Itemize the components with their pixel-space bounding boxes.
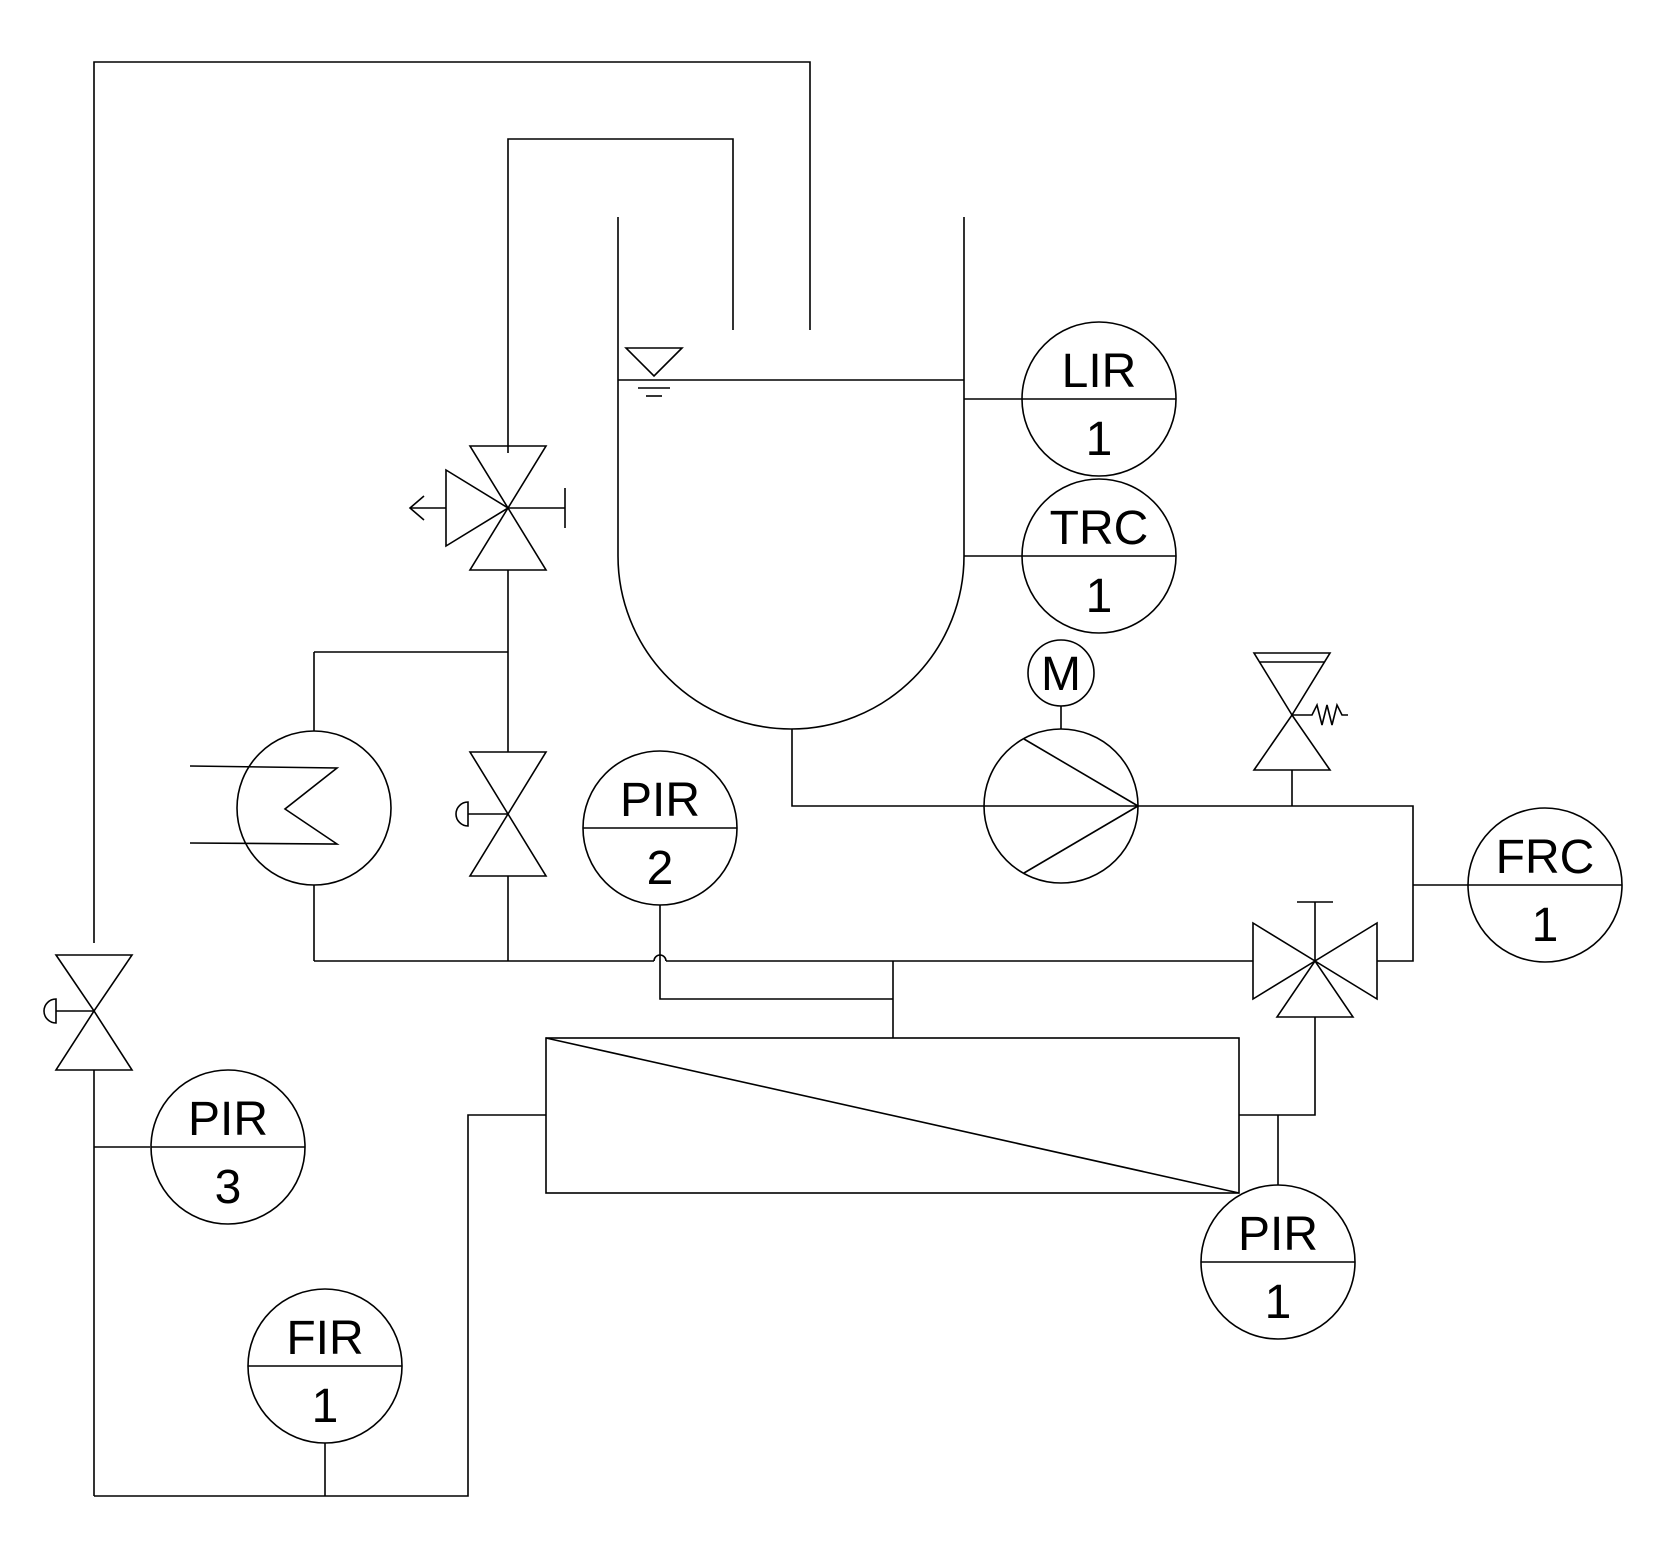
heat-exchanger	[189, 652, 392, 961]
inner-feed-line	[507, 138, 734, 453]
outer-recycle-line	[93, 61, 811, 943]
svg-text:PIR: PIR	[188, 1093, 268, 1146]
instrument-lir-1: LIR 1	[1021, 321, 1177, 477]
control-valve-left[interactable]	[43, 954, 134, 1071]
svg-text:1: 1	[1265, 1276, 1292, 1329]
reactor-tank	[617, 217, 965, 730]
svg-text:1: 1	[1086, 413, 1113, 466]
svg-text:FIR: FIR	[286, 1312, 363, 1365]
instrument-pir-2: PIR 2	[582, 750, 738, 906]
svg-text:LIR: LIR	[1062, 345, 1137, 398]
instrument-fir-1: FIR 1	[247, 1288, 403, 1444]
motor-label: M	[1041, 648, 1081, 701]
instrument-frc-1: FRC 1	[1467, 807, 1623, 963]
instrument-trc-1: TRC 1	[1021, 478, 1177, 634]
svg-text:2: 2	[647, 842, 674, 895]
safety-relief-valve[interactable]	[1252, 652, 1348, 771]
svg-text:1: 1	[312, 1380, 339, 1433]
svg-text:FRC: FRC	[1496, 831, 1595, 884]
three-way-valve-top[interactable]	[408, 445, 566, 571]
instrument-pir-3: PIR 3	[150, 1069, 306, 1225]
svg-text:3: 3	[215, 1161, 242, 1214]
three-way-valve-right[interactable]	[1252, 901, 1378, 1018]
instrument-pir-1: PIR 1	[1200, 1184, 1356, 1340]
pump	[983, 706, 1139, 884]
svg-text:PIR: PIR	[1238, 1208, 1318, 1261]
svg-text:1: 1	[1532, 899, 1559, 952]
liquid-level-icon	[624, 347, 684, 397]
motor-circle	[1027, 639, 1095, 707]
svg-text:1: 1	[1086, 570, 1113, 623]
svg-text:TRC: TRC	[1050, 502, 1149, 555]
svg-text:PIR: PIR	[620, 774, 700, 827]
control-valve-middle[interactable]	[455, 751, 548, 877]
membrane-module	[545, 1037, 1240, 1194]
